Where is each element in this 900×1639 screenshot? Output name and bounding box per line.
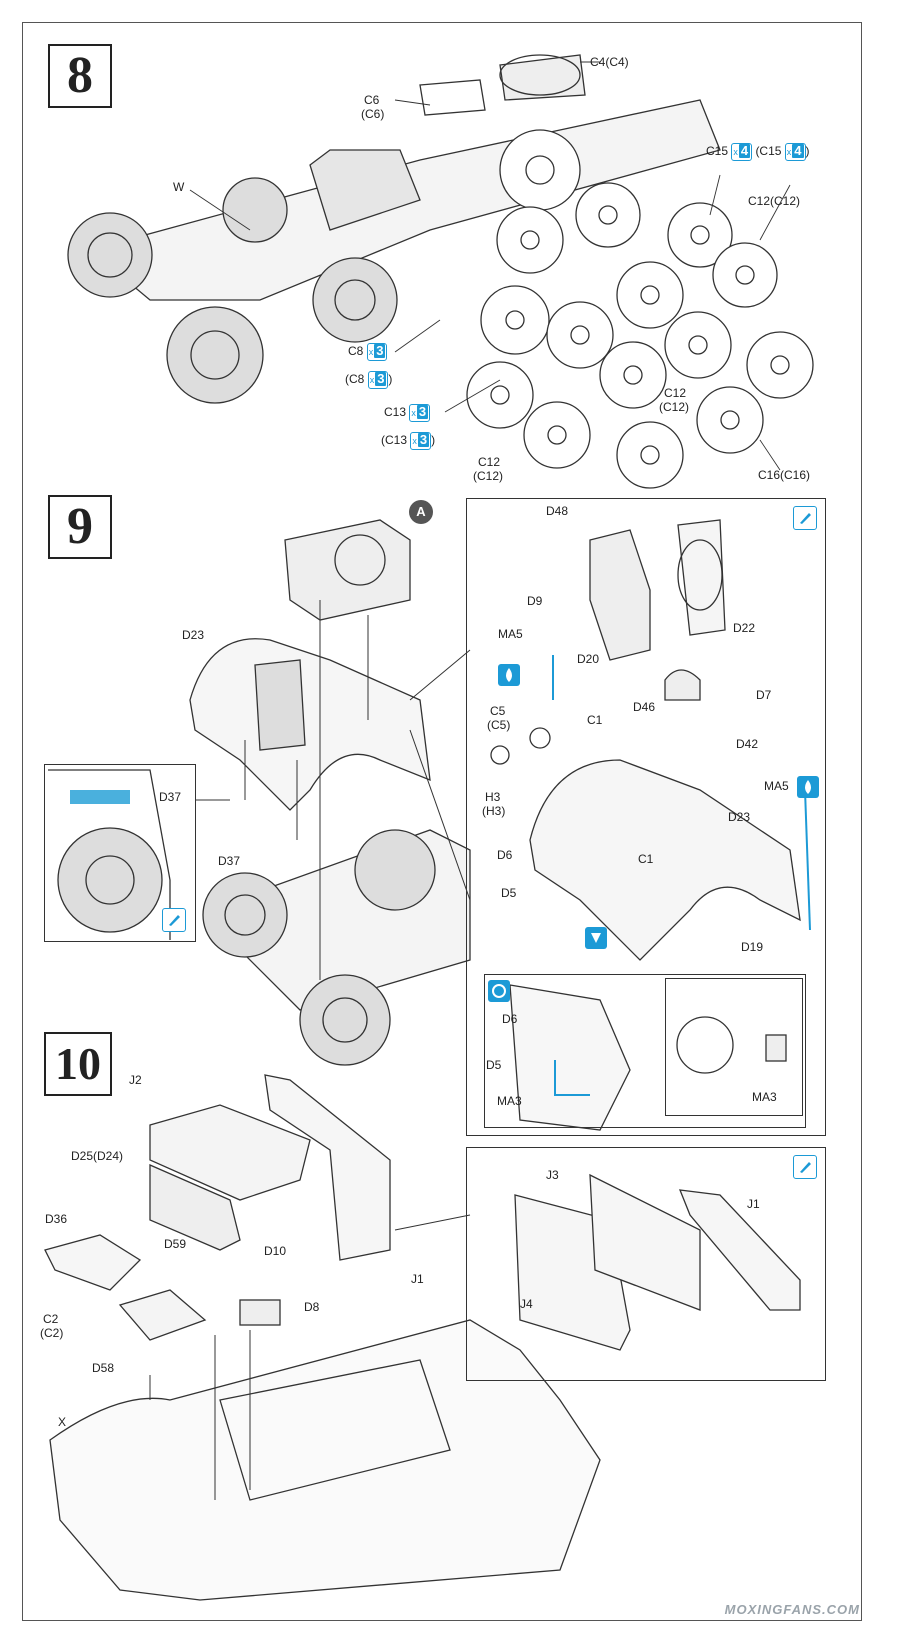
step10-inset-panels xyxy=(466,1147,826,1381)
label-j1-inset: J1 xyxy=(747,1197,760,1211)
label-d48: D48 xyxy=(546,504,569,518)
step9-blue-arrows xyxy=(552,655,811,931)
label-j1: J1 xyxy=(411,1272,424,1286)
label-c12-bottom-alt: (C12) xyxy=(473,469,504,483)
label-d23-inset: D23 xyxy=(728,810,751,824)
label-d37: D37 xyxy=(218,854,241,868)
label-c1-top: C1 xyxy=(587,713,603,727)
subassembly-a-marker: A xyxy=(409,500,433,524)
paint-icon xyxy=(162,908,186,932)
step9-arrows xyxy=(244,600,369,980)
label-d6-zoom: D6 xyxy=(502,1012,518,1026)
step-9-number: 9 xyxy=(48,495,112,559)
label-d7: D7 xyxy=(756,688,772,702)
label-d58: D58 xyxy=(92,1361,115,1375)
label-d5: D5 xyxy=(501,886,517,900)
drop-icon xyxy=(498,664,520,686)
step-10-number: 10 xyxy=(44,1032,112,1096)
label-c2-alt: (C2) xyxy=(40,1326,64,1340)
label-d59: D59 xyxy=(164,1237,187,1251)
label-h3-alt: (H3) xyxy=(482,804,506,818)
label-ma5-right: MA5 xyxy=(764,779,789,793)
label-c1-bottom: C1 xyxy=(638,852,654,866)
label-d20: D20 xyxy=(577,652,600,666)
label-d19: D19 xyxy=(741,940,764,954)
label-d8: D8 xyxy=(304,1300,320,1314)
label-d25: D25(D24) xyxy=(71,1149,124,1163)
step10-arrows xyxy=(149,1214,471,1500)
label-c12-mid: C12 xyxy=(664,386,687,400)
label-c6-alt: (C6) xyxy=(361,107,385,121)
label-ma3-detail: MA3 xyxy=(752,1090,777,1104)
step8-leader-lines xyxy=(189,61,791,471)
label-d9: D9 xyxy=(527,594,543,608)
step9-zoom-detail xyxy=(509,984,787,1131)
step10-floor-drawing xyxy=(49,1319,601,1601)
watermark: MOXINGFANS.COM xyxy=(724,1602,860,1617)
label-c12-mid-alt: (C12) xyxy=(659,400,690,414)
step9-inset-d37 xyxy=(44,764,196,942)
label-x: X xyxy=(58,1415,67,1429)
label-ma5: MA5 xyxy=(498,627,523,641)
label-j2: J2 xyxy=(129,1073,142,1087)
rotate-view-icon xyxy=(488,980,510,1002)
step9-inset-zoom xyxy=(484,974,806,1128)
label-c6: C6 xyxy=(364,93,380,107)
label-j4: J4 xyxy=(520,1297,533,1311)
drop-icon xyxy=(797,776,819,798)
step10-inset-panels xyxy=(514,1173,801,1351)
step9-chassis-front xyxy=(202,829,471,1066)
label-d42: D42 xyxy=(736,737,759,751)
label-h3: H3 xyxy=(485,790,501,804)
label-d22: D22 xyxy=(733,621,756,635)
label-d6: D6 xyxy=(497,848,513,862)
step10-seat-drawing xyxy=(44,1074,391,1341)
label-c16: C16(C16) xyxy=(758,468,811,482)
label-d37-inset: D37 xyxy=(159,790,182,804)
label-c12-bottom: C12 xyxy=(478,455,501,469)
label-d36: D36 xyxy=(45,1212,68,1226)
label-c12-top: C12(C12) xyxy=(748,194,801,208)
step9-inset-zoom-detail xyxy=(665,978,803,1116)
step9-inset-radiator xyxy=(466,498,826,1136)
paint-icon xyxy=(793,1155,817,1179)
label-c4: C4(C4) xyxy=(590,55,629,69)
label-d10: D10 xyxy=(264,1244,287,1258)
step8-chassis-drawing xyxy=(88,54,721,301)
label-ma3: MA3 xyxy=(497,1094,522,1108)
label-j3: J3 xyxy=(546,1168,559,1182)
step9-fender-detail xyxy=(490,669,801,961)
label-c5-alt: (C5) xyxy=(487,718,511,732)
instruction-page xyxy=(22,22,862,1621)
step9-fender-drawing xyxy=(189,638,431,811)
label-c2: C2 xyxy=(43,1312,59,1326)
step9-radiator-drawing xyxy=(589,519,726,661)
label-d5-zoom: D5 xyxy=(486,1058,502,1072)
step-8-number: 8 xyxy=(48,44,112,108)
step8-tire-wheels xyxy=(67,177,398,404)
step9-zoom-arrow xyxy=(554,1060,590,1096)
label-d46: D46 xyxy=(633,700,656,714)
label-d23: D23 xyxy=(182,628,205,642)
glue-icon xyxy=(585,927,607,949)
step9-inset-d37 xyxy=(48,769,171,940)
label-w: W xyxy=(173,180,185,194)
step9-callout-lines xyxy=(195,649,471,901)
paint-icon xyxy=(793,506,817,530)
step8-road-wheels xyxy=(466,129,814,489)
label-c5: C5 xyxy=(490,704,506,718)
step9-engine-drawing xyxy=(284,519,411,621)
